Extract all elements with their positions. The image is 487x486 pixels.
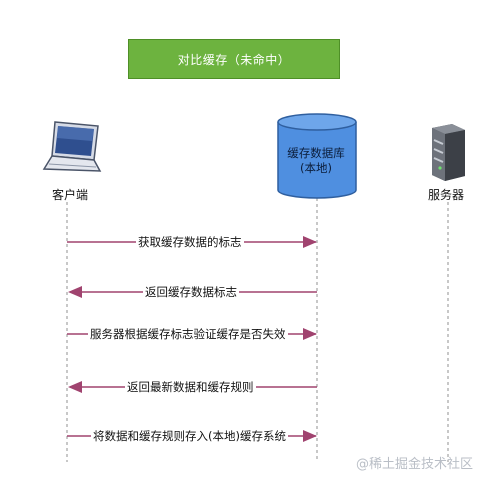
- arrowhead-1: [303, 236, 317, 248]
- client-label: 客户端: [52, 188, 89, 202]
- database-icon: [277, 113, 357, 199]
- diagram-title: 对比缓存（未命中）: [128, 39, 340, 79]
- database-label: 缓存数据库 (本地): [276, 146, 356, 176]
- database-label-line1: 缓存数据库: [287, 146, 345, 160]
- laptop-icon: [42, 121, 102, 172]
- watermark-text: @稀土掘金技术社区: [355, 457, 473, 472]
- arrowhead-3: [303, 328, 317, 340]
- arrowhead-2: [68, 286, 82, 298]
- server-label: 服务器: [428, 188, 465, 202]
- server-icon: [432, 124, 465, 181]
- message-label-3: 服务器根据缓存标志验证缓存是否失效: [88, 327, 288, 341]
- message-label-2: 返回缓存数据标志: [143, 285, 239, 299]
- arrowhead-4: [68, 381, 82, 393]
- arrowhead-5: [303, 430, 317, 442]
- message-label-1: 获取缓存数据的标志: [136, 235, 244, 249]
- message-label-5: 将数据和缓存规则存入(本地)缓存系统: [91, 429, 288, 443]
- message-label-4: 返回最新数据和缓存规则: [125, 380, 256, 394]
- database-label-line2: (本地): [300, 161, 332, 175]
